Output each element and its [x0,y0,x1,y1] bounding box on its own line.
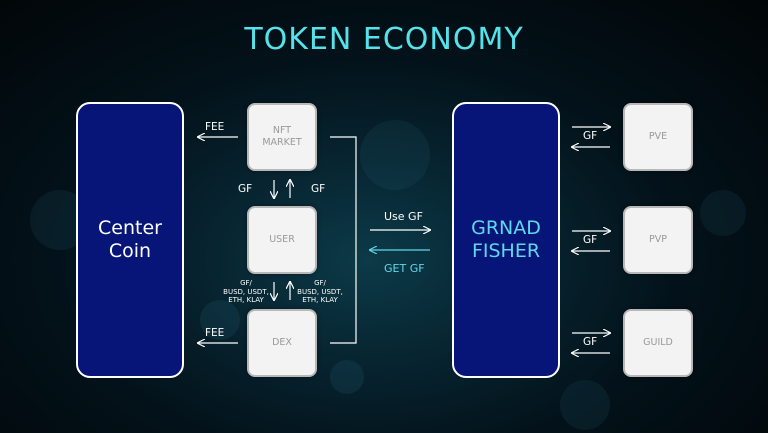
pve-box: PVE [623,103,693,171]
dex-label: DEX [272,337,292,348]
grand-fisher-box: GRNAD FISHER [452,102,560,378]
gf-pvp-label: GF [583,234,598,246]
fee-top-label: FEE [205,121,225,133]
user-box: USER [247,206,317,274]
center-coin-label: Center Coin [98,217,162,262]
nft-market-label: NFT MARKET [262,125,302,148]
bracket-connector [330,136,357,344]
pvp-label: PVP [649,234,667,245]
dex-box: DEX [247,309,317,377]
nft-market-box: NFT MARKET [247,103,317,171]
gf-guild-label: GF [583,336,598,348]
tokens-down-label: GF/ BUSD, USDT, ETH, KLAY [223,279,269,304]
guild-label: GUILD [643,337,673,348]
fee-bottom-label: FEE [205,327,225,339]
page-title: TOKEN ECONOMY [244,22,524,57]
guild-box: GUILD [623,309,693,377]
pvp-box: PVP [623,206,693,274]
use-gf-label: Use GF [384,210,423,223]
pve-label: PVE [648,131,668,142]
gf-down-label: GF [238,183,253,195]
gf-pve-label: GF [583,130,598,142]
tokens-up-label: GF/ BUSD, USDT, ETH, KLAY [297,279,343,304]
get-gf-label: GET GF [384,262,425,275]
center-coin-box: Center Coin [76,102,184,378]
user-label: USER [269,234,295,245]
grand-fisher-label: GRNAD FISHER [471,217,541,262]
gf-up-label: GF [311,183,326,195]
